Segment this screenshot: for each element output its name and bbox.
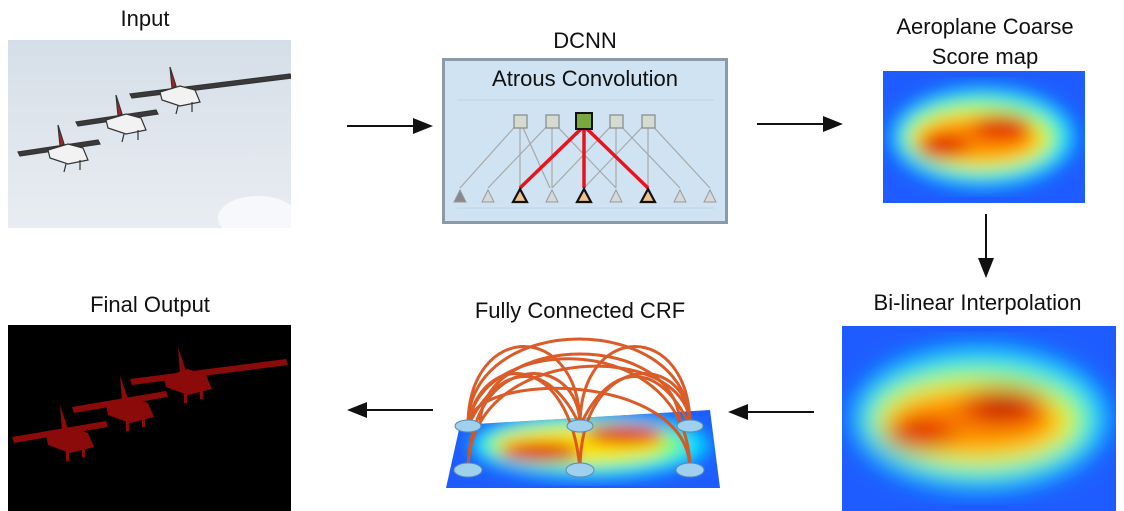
arrow-left-icon bbox=[347, 402, 433, 418]
bilinear-label: Bi-linear Interpolation bbox=[873, 290, 1082, 315]
bilinear-map bbox=[842, 326, 1116, 511]
arrow-right-icon bbox=[757, 116, 843, 132]
arrow-down-icon bbox=[978, 214, 994, 278]
coarse-score-map bbox=[883, 71, 1085, 203]
airplane-icon bbox=[17, 66, 291, 173]
input-image bbox=[8, 40, 291, 228]
final-output-image bbox=[8, 325, 291, 511]
dcnn-label: DCNN bbox=[553, 28, 617, 53]
coarse-label-line2: Score map bbox=[931, 44, 1039, 69]
arrow-right-icon bbox=[347, 118, 433, 134]
dcnn-box bbox=[442, 58, 728, 224]
input-label: Input bbox=[120, 6, 170, 31]
arrow-left-icon bbox=[728, 404, 814, 420]
airplane-mask-icon bbox=[12, 347, 288, 461]
coarse-label-line1: Aeroplane Coarse bbox=[896, 14, 1074, 39]
atrous-label: Atrous Convolution bbox=[492, 66, 678, 91]
crf-label: Fully Connected CRF bbox=[474, 298, 686, 323]
final-label: Final Output bbox=[90, 292, 210, 317]
crf-graph bbox=[440, 330, 725, 492]
